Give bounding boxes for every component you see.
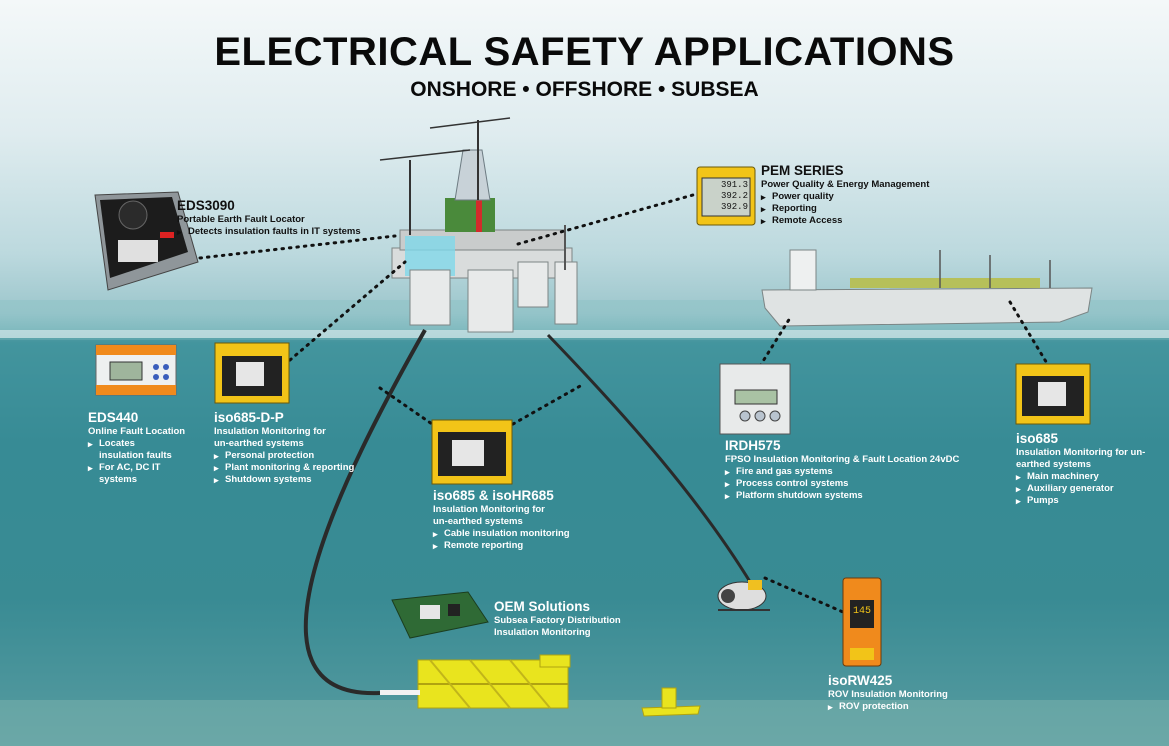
bullet-item: Remote Access (761, 215, 961, 227)
iso685hr-device (431, 419, 513, 485)
bullet-item: Remote reporting (433, 540, 583, 552)
bullet-item: Auxiliary generator (1016, 483, 1156, 495)
connector-eds3090 (198, 234, 397, 260)
bullet-list: Cable insulation monitoring Remote repor… (433, 528, 583, 552)
product-name: iso685-D-P (214, 410, 284, 425)
bullet-item: Plant monitoring & reporting (214, 462, 364, 474)
pem-device (696, 166, 756, 226)
irdh575-device (719, 363, 791, 435)
bullet-item: Pumps (1016, 495, 1156, 507)
label-isorw425: isoRW425 ROV Insulation Monitoring ROV p… (828, 673, 968, 713)
product-name: iso685 (1016, 431, 1059, 446)
label-pem: PEM SERIES Power Quality & Energy Manage… (761, 163, 961, 227)
connector-iso685hr-right (511, 383, 584, 426)
seabed (0, 700, 1169, 746)
iso685-device (1015, 363, 1091, 425)
isorw425-device (842, 577, 882, 667)
label-eds3090: EDS3090 Portable Earth Fault Locator Det… (177, 198, 397, 238)
label-iso685hr: iso685 & isoHR685 Insulation Monitoring … (433, 488, 583, 552)
product-desc: Online Fault Location (88, 426, 186, 437)
offshore-platform (379, 117, 578, 333)
bullet-item: Personal protection (214, 450, 364, 462)
pem-screen-line: 392.2 (720, 191, 748, 201)
bullet-item: Power quality (761, 191, 961, 203)
label-eds440: EDS440 Online Fault Location Locates ins… (88, 410, 198, 486)
connector-pem (516, 193, 695, 246)
label-iso685: iso685 Insulation Monitoring for un-eart… (1016, 431, 1156, 507)
pem-screen: 391.3 392.2 392.9 (704, 180, 748, 213)
product-desc: Insulation Monitoring for un-earthed sys… (433, 504, 545, 527)
label-irdh575: IRDH575 FPSO Insulation Monitoring & Fau… (725, 438, 965, 502)
bullet-item: Detects insulation faults in IT systems (177, 226, 397, 238)
product-desc: Portable Earth Fault Locator (177, 214, 305, 225)
bullet-list: Personal protection Plant monitoring & r… (214, 450, 364, 486)
product-desc: Subsea Factory Distribution Insulation M… (494, 615, 621, 638)
rov-vehicle (717, 580, 770, 611)
iso685dp-device (214, 342, 290, 404)
bullet-list: Detects insulation faults in IT systems (177, 226, 397, 238)
bullet-item: Platform shutdown systems (725, 490, 965, 502)
bullet-item: Locates insulation faults (88, 438, 179, 462)
product-name: isoRW425 (828, 673, 893, 688)
umbilical-cable-rov (546, 333, 754, 586)
isorw425-screen: 145 (852, 606, 871, 617)
subsea-anchor (641, 687, 701, 717)
eds3090-device (94, 191, 199, 291)
product-desc: FPSO Insulation Monitoring & Fault Locat… (725, 454, 960, 465)
product-name: IRDH575 (725, 438, 781, 453)
subsea-manifold (380, 654, 571, 709)
wave-foam (0, 330, 1169, 338)
bullet-item: Main machinery (1016, 471, 1156, 483)
bullet-item: Process control systems (725, 478, 965, 490)
bullet-item: Cable insulation monitoring (433, 528, 583, 540)
connector-iso685 (1008, 300, 1050, 367)
bullet-item: For AC, DC IT systems (88, 462, 198, 486)
bullet-list: Main machinery Auxiliary generator Pumps (1016, 471, 1156, 507)
bullet-list: ROV protection (828, 701, 968, 713)
bullet-item: Reporting (761, 203, 961, 215)
fpso-ship (761, 249, 1093, 327)
connector-iso685dp (288, 260, 407, 362)
label-oem: OEM Solutions Subsea Factory Distributio… (494, 599, 624, 639)
product-name: OEM Solutions (494, 599, 590, 614)
connector-isorw425 (763, 576, 845, 614)
bullet-item: Fire and gas systems (725, 466, 965, 478)
page-subtitle: ONSHORE • OFFSHORE • SUBSEA (410, 78, 759, 101)
label-iso685dp: iso685-D-P Insulation Monitoring for un-… (214, 410, 364, 486)
bullet-list: Fire and gas systems Process control sys… (725, 466, 965, 502)
connector-irdh575 (758, 316, 792, 368)
product-name: EDS3090 (177, 198, 235, 213)
underwater (0, 338, 1169, 746)
product-name: iso685 & isoHR685 (433, 488, 554, 503)
page-title: ELECTRICAL SAFETY APPLICATIONS (214, 30, 955, 74)
eds440-device (95, 344, 177, 396)
bullet-item: ROV protection (828, 701, 968, 713)
product-desc: ROV Insulation Monitoring (828, 689, 948, 700)
product-desc: Power Quality & Energy Management (761, 179, 930, 190)
pem-screen-line: 392.9 (720, 202, 748, 212)
oem-board (391, 591, 489, 639)
subsea-cable-left (303, 329, 427, 696)
bullet-list: Locates insulation faults For AC, DC IT … (88, 438, 198, 486)
product-desc: Insulation Monitoring for un-earthed sys… (1016, 447, 1146, 470)
connector-iso685hr-left (378, 386, 434, 426)
pem-screen-line: 391.3 (720, 180, 748, 190)
bullet-list: Power quality Reporting Remote Access (761, 191, 961, 227)
product-name: PEM SERIES (761, 163, 844, 178)
bullet-item: Shutdown systems (214, 474, 364, 486)
product-name: EDS440 (88, 410, 139, 425)
product-desc: Insulation Monitoring for un-earthed sys… (214, 426, 326, 449)
